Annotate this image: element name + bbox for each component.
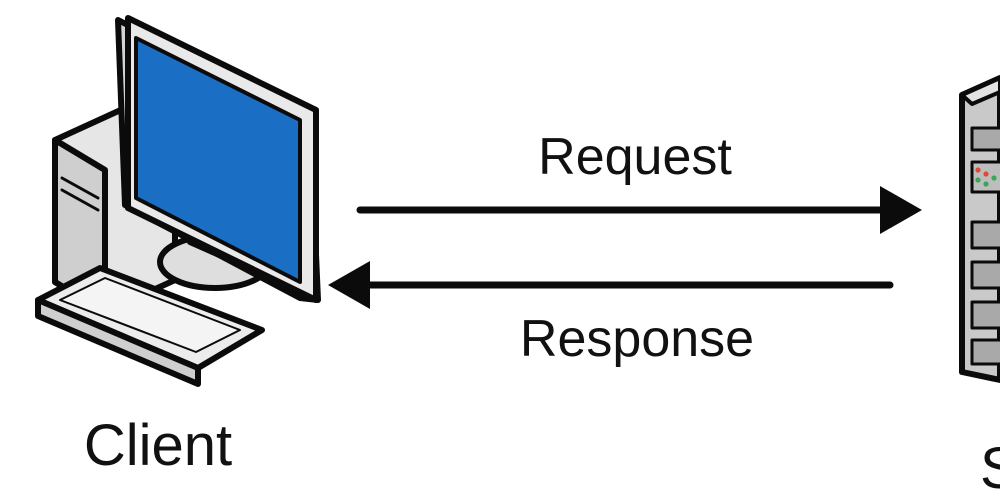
- monitor-screen: [134, 36, 302, 284]
- request-arrowhead: [880, 186, 922, 234]
- request-arrow: [356, 186, 922, 234]
- server-unit: [970, 338, 1000, 366]
- server-unit: [970, 126, 1000, 152]
- response-arrowhead: [328, 261, 370, 309]
- response-label: Response: [520, 310, 754, 368]
- server-label: S: [980, 436, 1000, 500]
- client-label: Client: [84, 413, 232, 478]
- keyboard-keys: [59, 277, 241, 353]
- server-unit: [970, 260, 1000, 290]
- server-led-red: [983, 171, 989, 177]
- server-status-leds: [975, 167, 997, 187]
- server-led-green: [991, 175, 997, 181]
- server-unit: [970, 220, 1000, 250]
- tower-vent: [60, 188, 100, 212]
- request-label: Request: [538, 128, 732, 186]
- keyboard-edge: [35, 297, 201, 387]
- server-led-green: [975, 177, 981, 183]
- server-led-red: [975, 167, 981, 173]
- response-arrow: [328, 261, 894, 309]
- tower-vent: [60, 176, 100, 200]
- desktop-computer-icon: [35, 15, 321, 387]
- server-led-green: [983, 181, 989, 187]
- server-rack-top: [960, 76, 1000, 106]
- server-unit: [970, 300, 1000, 330]
- server-rack-icon: [959, 75, 1000, 383]
